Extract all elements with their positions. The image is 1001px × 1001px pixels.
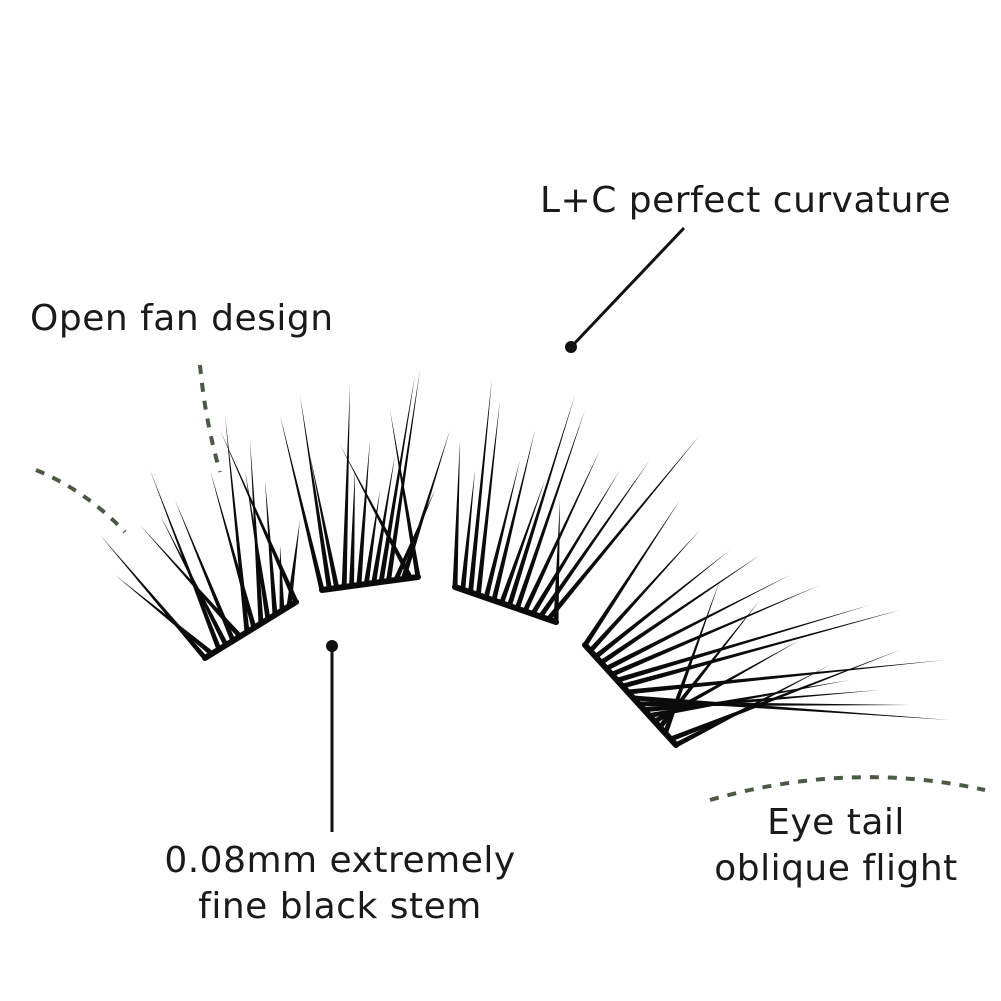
lash-strand	[588, 530, 700, 653]
lash-strand	[514, 410, 585, 610]
lash-strand	[633, 695, 950, 720]
lash-strand	[390, 410, 421, 578]
lash-band	[319, 574, 421, 593]
lash-strand	[522, 450, 600, 613]
lash-strand	[491, 430, 535, 602]
dashed-arc-tail	[709, 775, 986, 802]
label-tail-line1: Eye tail	[767, 802, 905, 843]
lash-strand	[468, 378, 492, 593]
lash-strand	[378, 375, 415, 583]
label-tail-line2: oblique flight	[714, 848, 958, 889]
lash-strand	[175, 500, 236, 642]
lash-strand	[452, 440, 460, 588]
lash-strand	[538, 460, 650, 619]
lash-strand	[530, 470, 620, 616]
lash-strand	[546, 435, 700, 621]
lash-strand	[279, 545, 285, 611]
pointer-stem	[326, 640, 338, 832]
label-stem-line1: 0.08mm extremely	[164, 840, 516, 881]
dashed-arc-left-outer	[35, 468, 127, 534]
lash-strand	[506, 395, 575, 607]
lash-clusters	[100, 370, 950, 748]
lash-strand	[460, 470, 475, 590]
lash-strand	[150, 470, 222, 651]
lash-strand	[349, 470, 355, 587]
lash-strand	[621, 610, 900, 689]
lash-strand	[594, 550, 730, 659]
lash-strand	[610, 585, 820, 677]
lash-band	[452, 584, 559, 625]
lash-strand	[662, 580, 720, 735]
lash-strand	[553, 500, 560, 623]
label-eye-tail: Eye tail oblique flight	[712, 800, 960, 892]
lash-strand	[140, 525, 242, 639]
lash-strand	[582, 500, 680, 647]
label-stem-line2: fine black stem	[198, 886, 482, 927]
label-open-fan: Open fan design	[30, 298, 334, 339]
lash-strand	[210, 470, 257, 629]
lash-strand	[605, 575, 790, 671]
lash-strand	[250, 440, 264, 624]
lash-strand	[475, 400, 500, 596]
dashed-arc-left-inner	[198, 364, 222, 473]
pointer-curvature	[565, 226, 686, 353]
lash-strand	[280, 415, 325, 591]
lash-strand	[340, 445, 413, 580]
lash-strand	[499, 480, 545, 604]
label-curvature: L+C perfect curvature	[540, 180, 952, 221]
lash-strand	[371, 455, 395, 584]
lash-strand	[627, 660, 945, 695]
lash-strand	[385, 370, 420, 582]
lash-strand	[674, 665, 830, 748]
lash-strand	[356, 440, 370, 586]
lash-strand	[160, 515, 229, 647]
lash-strand	[100, 535, 207, 660]
label-stem: 0.08mm extremely fine black stem	[150, 838, 530, 930]
lash-strand	[653, 640, 800, 724]
lash-strand	[300, 395, 332, 590]
lash-strand	[245, 470, 271, 620]
lash-strand	[225, 415, 250, 633]
lash-strand	[310, 455, 340, 589]
lash-strand	[599, 555, 760, 665]
lash-strand	[220, 430, 299, 604]
lash-strand	[341, 385, 350, 588]
lash-strand	[616, 605, 870, 683]
lash-strand	[115, 575, 214, 656]
lash-strand	[657, 600, 760, 729]
lash-strand	[483, 460, 520, 599]
lash-band	[582, 642, 679, 748]
